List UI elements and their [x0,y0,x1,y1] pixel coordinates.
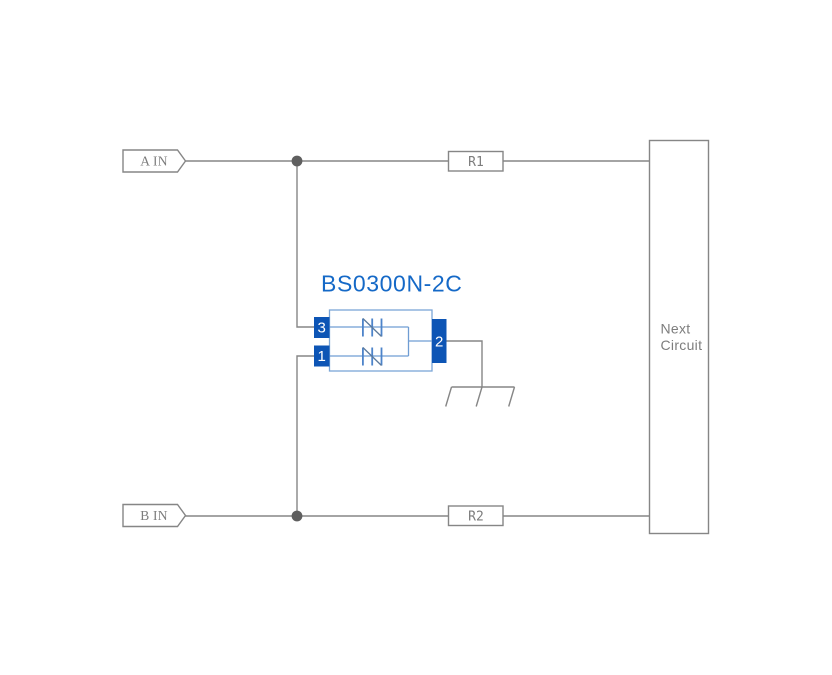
next-circuit-label-line2: Circuit [661,337,703,353]
r2-label: R2 [468,510,484,525]
ground-stroke-middle [475,386,483,407]
next-circuit-box [648,139,710,535]
wire-a-to-pin3 [296,161,315,328]
ground-symbol [445,386,516,407]
ground-stroke-right [508,386,516,407]
wires [185,160,650,517]
ground-stroke-left [445,386,453,407]
r1-label: R1 [468,155,484,170]
r2-box [447,505,504,527]
next-circuit-label-line1: Next [661,321,691,337]
b-in-flag [122,503,187,528]
pin-3: 3 [314,317,330,338]
diode-bottom [361,347,383,366]
resistor-r1: R1 [447,150,504,172]
diode-top-diagonal [362,318,382,337]
junction-dot-b [291,510,303,522]
pin-2-label: 2 [435,334,443,351]
a-in-label: A IN [140,154,167,169]
r1-box [447,150,504,172]
a-in-flag [122,149,187,173]
pin-1-box [314,345,330,367]
pin-1-label: 1 [318,348,326,365]
component-title: BS0300N-2C [321,271,463,297]
pin-2-box [432,319,447,363]
b-in-terminal: B IN [122,503,187,528]
pin-2: 2 [432,319,447,363]
pin-1: 1 [314,345,330,367]
pin-3-label: 3 [318,320,326,337]
b-in-label: B IN [140,508,167,523]
wire-pin2-to-ground [446,340,483,387]
tvs-component: BS0300N-2C [314,271,463,372]
next-circuit-block: Next Circuit [648,139,710,535]
a-in-terminal: A IN [122,149,187,173]
resistor-r2: R2 [447,505,504,527]
diode-top [361,318,383,337]
diode-bottom-diagonal [362,347,382,366]
junction-dot-a [291,155,303,167]
wire-pin1-to-b [296,355,315,516]
pin-3-box [314,317,330,338]
